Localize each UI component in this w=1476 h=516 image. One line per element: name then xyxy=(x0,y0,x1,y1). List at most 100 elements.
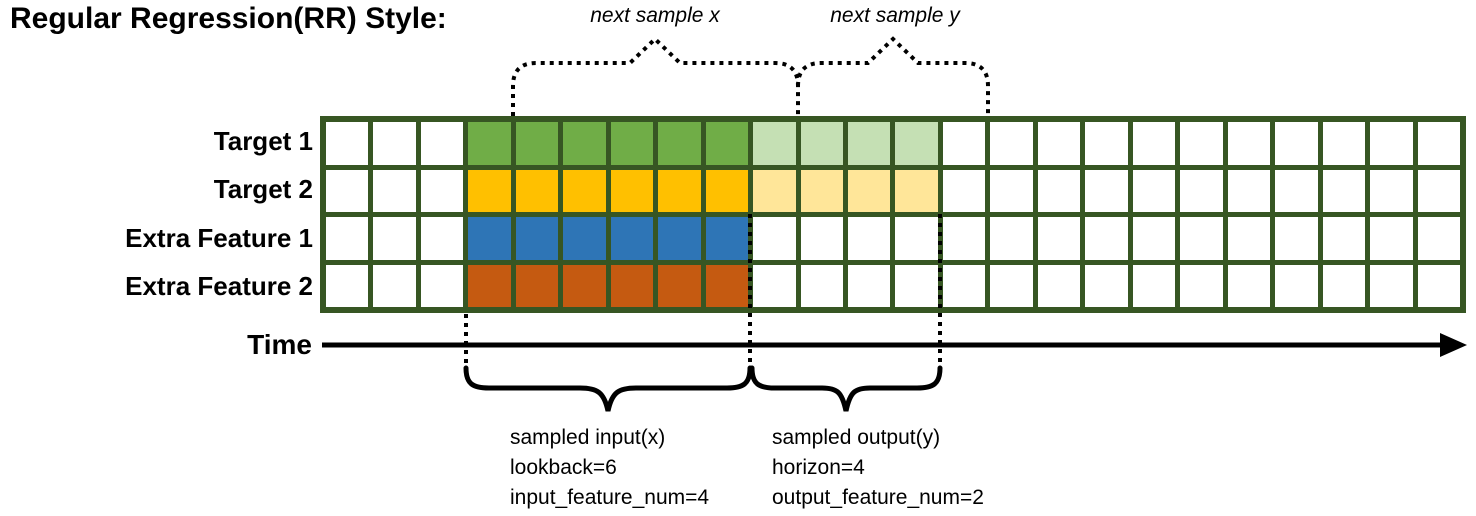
grid-cell xyxy=(990,217,1033,260)
grid-cell xyxy=(1417,217,1460,260)
grid-cell xyxy=(326,264,369,307)
grid-cell xyxy=(420,264,464,307)
grid-cell xyxy=(705,264,749,307)
row-label-target-2: Target 2 xyxy=(213,174,313,204)
grid-cell xyxy=(1037,122,1081,165)
sampled-output-brace xyxy=(749,365,943,412)
grid-cell xyxy=(1322,217,1366,260)
grid-cell xyxy=(1180,169,1223,212)
grid-cell xyxy=(1275,217,1318,260)
grid-cell xyxy=(1227,169,1271,212)
grid-cell xyxy=(1275,122,1318,165)
grid-cell xyxy=(420,122,464,165)
grid-cell xyxy=(942,169,986,212)
time-axis-arrowhead xyxy=(1440,333,1467,357)
row-label-target-1: Target 1 xyxy=(213,126,313,156)
grid-cell xyxy=(563,122,606,165)
grid-cell xyxy=(420,169,464,212)
grid-cell xyxy=(848,169,891,212)
grid-cell xyxy=(1132,169,1176,212)
grid-cell xyxy=(326,217,369,260)
grid-cell xyxy=(326,169,369,212)
grid-cell xyxy=(800,122,844,165)
grid-cell xyxy=(1132,264,1176,307)
grid-cell xyxy=(705,122,749,165)
grid-cell xyxy=(373,169,416,212)
grid-cell xyxy=(1085,264,1128,307)
grid-cell xyxy=(990,169,1033,212)
grid-cell xyxy=(658,122,701,165)
grid-cell xyxy=(848,217,891,260)
grid-cell xyxy=(420,217,464,260)
grid-cell xyxy=(658,217,701,260)
grid-cell xyxy=(800,217,844,260)
grid-cell xyxy=(563,264,606,307)
horizon-value: horizon=4 xyxy=(772,456,865,479)
sampled-input-title: sampled input(x) xyxy=(510,426,666,449)
grid-cell xyxy=(468,217,511,260)
grid-cell xyxy=(1417,264,1460,307)
grid-cell xyxy=(1180,264,1223,307)
next-sample-x-label: next sample x xyxy=(590,4,720,27)
grid-cell xyxy=(1085,169,1128,212)
row-label-extra-feature-1: Extra Feature 1 xyxy=(125,223,313,253)
grid-cell xyxy=(563,217,606,260)
grid-cell xyxy=(895,169,938,212)
grid-cell xyxy=(848,264,891,307)
grid-cell xyxy=(990,264,1033,307)
grid-cell xyxy=(1275,264,1318,307)
grid-cell xyxy=(895,122,938,165)
grid-cell xyxy=(563,169,606,212)
grid-cell xyxy=(515,217,559,260)
next-sample-y-brace xyxy=(796,36,990,116)
grid-cell xyxy=(753,217,796,260)
grid-cell xyxy=(753,122,796,165)
grid-cell xyxy=(942,217,986,260)
grid-cell xyxy=(1132,122,1176,165)
grid-cell xyxy=(1275,169,1318,212)
grid-cell xyxy=(1417,122,1460,165)
output-feature-num-value: output_feature_num=2 xyxy=(772,486,984,509)
input-feature-num-value: input_feature_num=4 xyxy=(510,486,710,509)
grid-cell xyxy=(326,122,369,165)
grid-cell xyxy=(515,169,559,212)
grid-cell xyxy=(1370,217,1413,260)
grid-cell xyxy=(1132,217,1176,260)
lookback-value: lookback=6 xyxy=(510,456,617,479)
grid-cell xyxy=(468,122,511,165)
grid-cell xyxy=(1037,217,1081,260)
row-label-extra-feature-2: Extra Feature 2 xyxy=(125,271,313,301)
grid-cell xyxy=(1370,264,1413,307)
grid-cell xyxy=(1227,264,1271,307)
grid-cell xyxy=(1037,264,1081,307)
grid-cell xyxy=(658,169,701,212)
grid-cell xyxy=(1322,264,1366,307)
grid-cell xyxy=(942,122,986,165)
grid-cell xyxy=(1037,169,1081,212)
grid-cell xyxy=(1227,122,1271,165)
grid-cell xyxy=(705,217,749,260)
grid-cell xyxy=(1227,217,1271,260)
grid-cell xyxy=(753,264,796,307)
grid-cell xyxy=(705,169,749,212)
sampled-input-summary: sampled input(x) lookback=6 input_featur… xyxy=(510,423,709,513)
next-sample-y-label: next sample y xyxy=(830,4,960,27)
diagram-title: Regular Regression(RR) Style: xyxy=(10,2,447,35)
grid-cell xyxy=(515,264,559,307)
grid-cell xyxy=(990,122,1033,165)
time-axis-label: Time xyxy=(247,329,312,360)
grid-cell xyxy=(848,122,891,165)
sampled-input-brace xyxy=(463,365,753,412)
grid-cell xyxy=(1417,169,1460,212)
grid-cell xyxy=(800,264,844,307)
grid-cell xyxy=(895,217,938,260)
grid-cell xyxy=(373,217,416,260)
grid-cell xyxy=(1085,217,1128,260)
sampled-output-title: sampled output(y) xyxy=(772,426,941,449)
grid-cell xyxy=(1180,217,1223,260)
grid-cell xyxy=(373,264,416,307)
grid-cell xyxy=(1322,169,1366,212)
grid-cell xyxy=(1085,122,1128,165)
sampled-output-summary: sampled output(y) horizon=4 output_featu… xyxy=(772,423,984,513)
